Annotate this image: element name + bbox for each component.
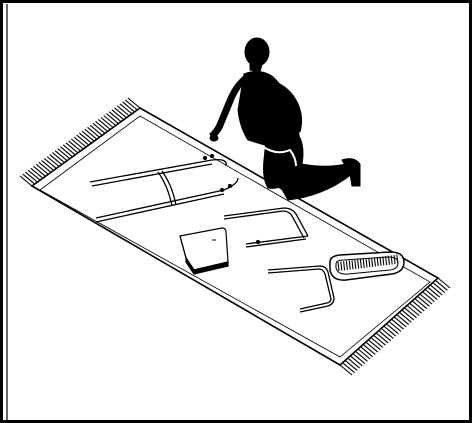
- fringe-strand: [438, 278, 450, 288]
- fringe-strand: [363, 344, 375, 354]
- fringe-strand: [36, 164, 48, 174]
- fringe-strand: [361, 347, 373, 357]
- fringe-strand: [90, 125, 102, 135]
- fringe-strand: [356, 351, 368, 361]
- fringe-strand: [425, 289, 437, 299]
- fringe-strand: [350, 356, 362, 366]
- fringe-strand: [399, 312, 411, 322]
- fringe-strand: [366, 342, 378, 352]
- fringe-strand: [410, 303, 422, 313]
- fringe-strand: [402, 310, 414, 320]
- fringe-strand: [353, 354, 365, 364]
- fringe-strand: [417, 296, 429, 306]
- fringe-strand: [389, 322, 401, 332]
- fringe-strand: [428, 287, 440, 297]
- fringe-strand: [358, 349, 370, 359]
- fringe-strand: [420, 294, 432, 304]
- fringe-strand: [415, 299, 427, 309]
- fringe-strand: [392, 319, 404, 329]
- fringe-strand: [128, 98, 140, 108]
- fringe-strand: [433, 283, 445, 293]
- fringe-strand: [397, 315, 409, 325]
- fringe-strand: [405, 308, 417, 318]
- fringe-strand: [348, 358, 360, 368]
- fringe-strand: [374, 335, 386, 345]
- fringe-strand: [117, 106, 129, 116]
- fringe-strand: [435, 280, 447, 290]
- rug: [20, 98, 450, 375]
- fringe-strand: [379, 331, 391, 341]
- fringe-strand: [381, 328, 393, 338]
- fringe-strand: [371, 338, 383, 348]
- fringe-strand: [376, 333, 388, 343]
- fringe-strand: [345, 360, 357, 370]
- fringe-strand: [430, 285, 442, 295]
- fringe-strand: [368, 340, 380, 350]
- fringe-strand: [386, 324, 398, 334]
- fringe-strand: [423, 292, 435, 302]
- fringe-strand: [407, 306, 419, 316]
- fringe-strand: [340, 365, 352, 375]
- fringe-strand: [394, 317, 406, 327]
- fringe-strand: [412, 301, 424, 311]
- fringe-strand: [63, 145, 75, 155]
- fringe-strand: [343, 363, 355, 373]
- fringe-strand: [384, 326, 396, 336]
